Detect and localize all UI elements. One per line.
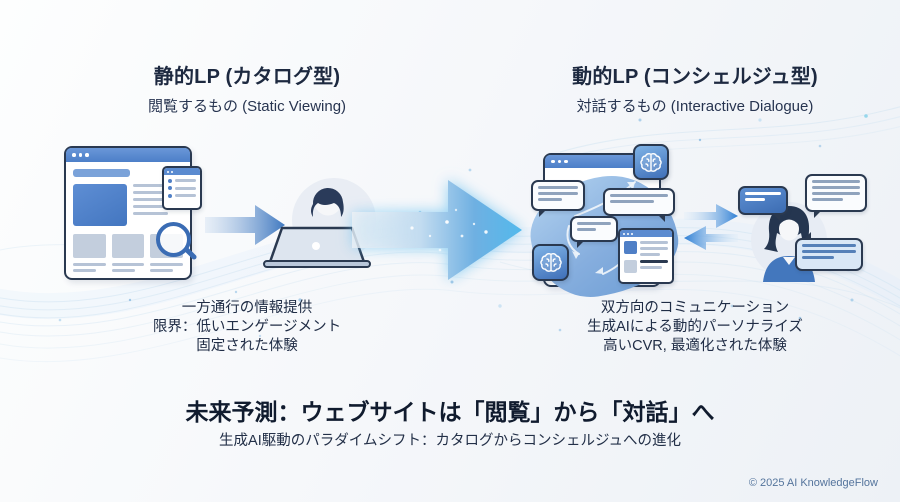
ai-chat-interface-illustration bbox=[523, 140, 685, 305]
left-section-subtitle: 閲覧するもの (Static Viewing) bbox=[147, 98, 347, 115]
right-section-header: 動的LP (コンシェルジュ型) 対話するもの (Interactive Dial… bbox=[545, 60, 845, 116]
caption-line: 一方通行の情報提供 bbox=[181, 300, 313, 316]
left-section-title: 静的LP (カタログ型) bbox=[153, 66, 341, 88]
window-dot-icon bbox=[85, 153, 89, 157]
caption-line: 双方向のコミュニケーション bbox=[600, 300, 790, 316]
window-dot-icon bbox=[78, 153, 82, 157]
mock-text-lines bbox=[133, 184, 183, 226]
product-card-icon bbox=[618, 228, 674, 284]
mock-header-bar bbox=[73, 169, 131, 177]
list-card-icon bbox=[162, 166, 202, 210]
caption-line: 生成AIによる動的パーソナライズ bbox=[587, 319, 803, 335]
chat-bubble-icon bbox=[795, 232, 863, 271]
right-section-title: 動的LP (コンシェルジュ型) bbox=[572, 66, 818, 88]
window-dot-icon bbox=[72, 153, 76, 157]
copyright-notice: © 2025 AI KnowledgeFlow bbox=[748, 477, 878, 489]
static-webpage-illustration bbox=[64, 146, 214, 286]
chat-bubble-icon bbox=[603, 188, 675, 222]
browser-titlebar bbox=[66, 148, 190, 162]
flow-arrow-icon bbox=[205, 205, 285, 245]
left-section-header: 静的LP (カタログ型) 閲覧するもの (Static Viewing) bbox=[97, 60, 397, 116]
caption-line: 限界：低いエンゲージメント bbox=[152, 319, 342, 335]
future-prediction-headline: 未来予測：ウェブサイトは「閲覧」から「対話」へ bbox=[185, 399, 715, 425]
right-section-caption: 双方向のコミュニケーション 生成AIによる動的パーソナライズ 高いCVR, 最適… bbox=[545, 299, 845, 356]
bidirectional-arrows-icon bbox=[684, 204, 738, 250]
paradigm-shift-subheadline: 生成AI駆動のパラダイムシフト：カタログからコンシェルジュへの進化 bbox=[219, 433, 681, 449]
right-section-subtitle: 対話するもの (Interactive Dialogue) bbox=[576, 98, 814, 115]
chat-bubble-icon bbox=[531, 180, 585, 217]
caption-line: 固定された体験 bbox=[196, 338, 298, 354]
chat-bubble-icon bbox=[805, 174, 867, 218]
person-in-dialogue-illustration bbox=[735, 172, 885, 287]
caption-line: 高いCVR, 最適化された体験 bbox=[603, 338, 787, 354]
mock-thumbnail-captions bbox=[73, 263, 184, 272]
chat-bubble-icon bbox=[738, 186, 788, 221]
chat-window-titlebar bbox=[545, 155, 659, 168]
chat-bubble-icon bbox=[570, 216, 618, 248]
transformation-arrow-icon bbox=[352, 180, 522, 280]
mock-hero-row bbox=[73, 184, 183, 226]
ai-brain-icon bbox=[633, 144, 669, 180]
mock-image-block bbox=[73, 184, 127, 226]
left-section-caption: 一方通行の情報提供 限界：低いエンゲージメント 固定された体験 bbox=[97, 299, 397, 356]
magnifier-icon bbox=[156, 222, 202, 268]
ai-brain-icon bbox=[532, 244, 569, 281]
